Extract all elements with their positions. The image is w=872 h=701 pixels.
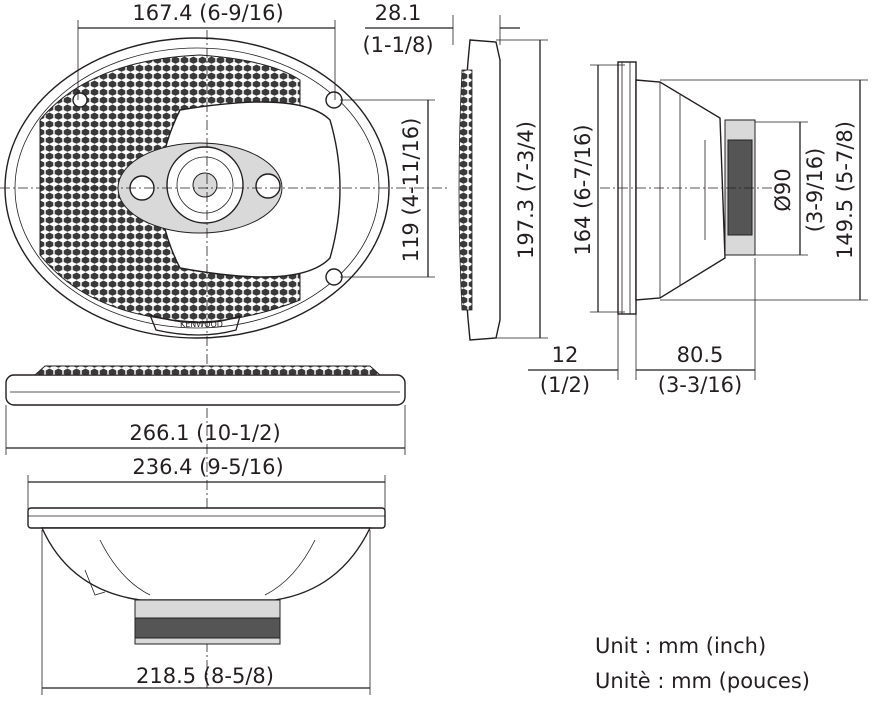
dim-magnet-dia-in: (3-9/16) [803, 148, 827, 232]
side-view-grille [458, 39, 501, 341]
dim-mount-depth-mm: 80.5 [677, 343, 724, 367]
dim-basket-height: 149.5 (5-7/8) [833, 121, 857, 259]
unit-label-fr: Unitè : mm (pouces) [595, 669, 810, 693]
side-view-basket [600, 61, 780, 315]
dim-basket-width: 218.5 (8-5/8) [136, 664, 274, 688]
dim-front-width: 167.4 (6-9/16) [132, 1, 283, 25]
dim-depth-mm: 28.1 [375, 1, 422, 25]
dim-overall-width: 266.1 (10-1/2) [129, 421, 280, 445]
dim-cutout-width: 236.4 (9-5/16) [132, 455, 283, 479]
front-view: KENWOOD [0, 30, 450, 690]
dim-depth-in: (1-1/8) [362, 33, 433, 57]
dim-mount-depth-in: (3-3/16) [658, 373, 742, 397]
dim-flange-mm: 12 [552, 343, 579, 367]
bottom-view [27, 507, 386, 645]
dim-hole-spacing: 119 (4-11/16) [399, 118, 423, 263]
dim-height-mount: 164 (6-7/16) [571, 124, 595, 255]
dim-flange-in: (1/2) [540, 373, 590, 397]
dim-magnet-dia: Ø90 [771, 168, 795, 211]
brand-logo: KENWOOD [180, 320, 223, 329]
unit-label-en: Unit : mm (inch) [595, 634, 766, 658]
dim-height-overall: 197.3 (7-3/4) [514, 121, 538, 259]
top-view [5, 365, 406, 406]
